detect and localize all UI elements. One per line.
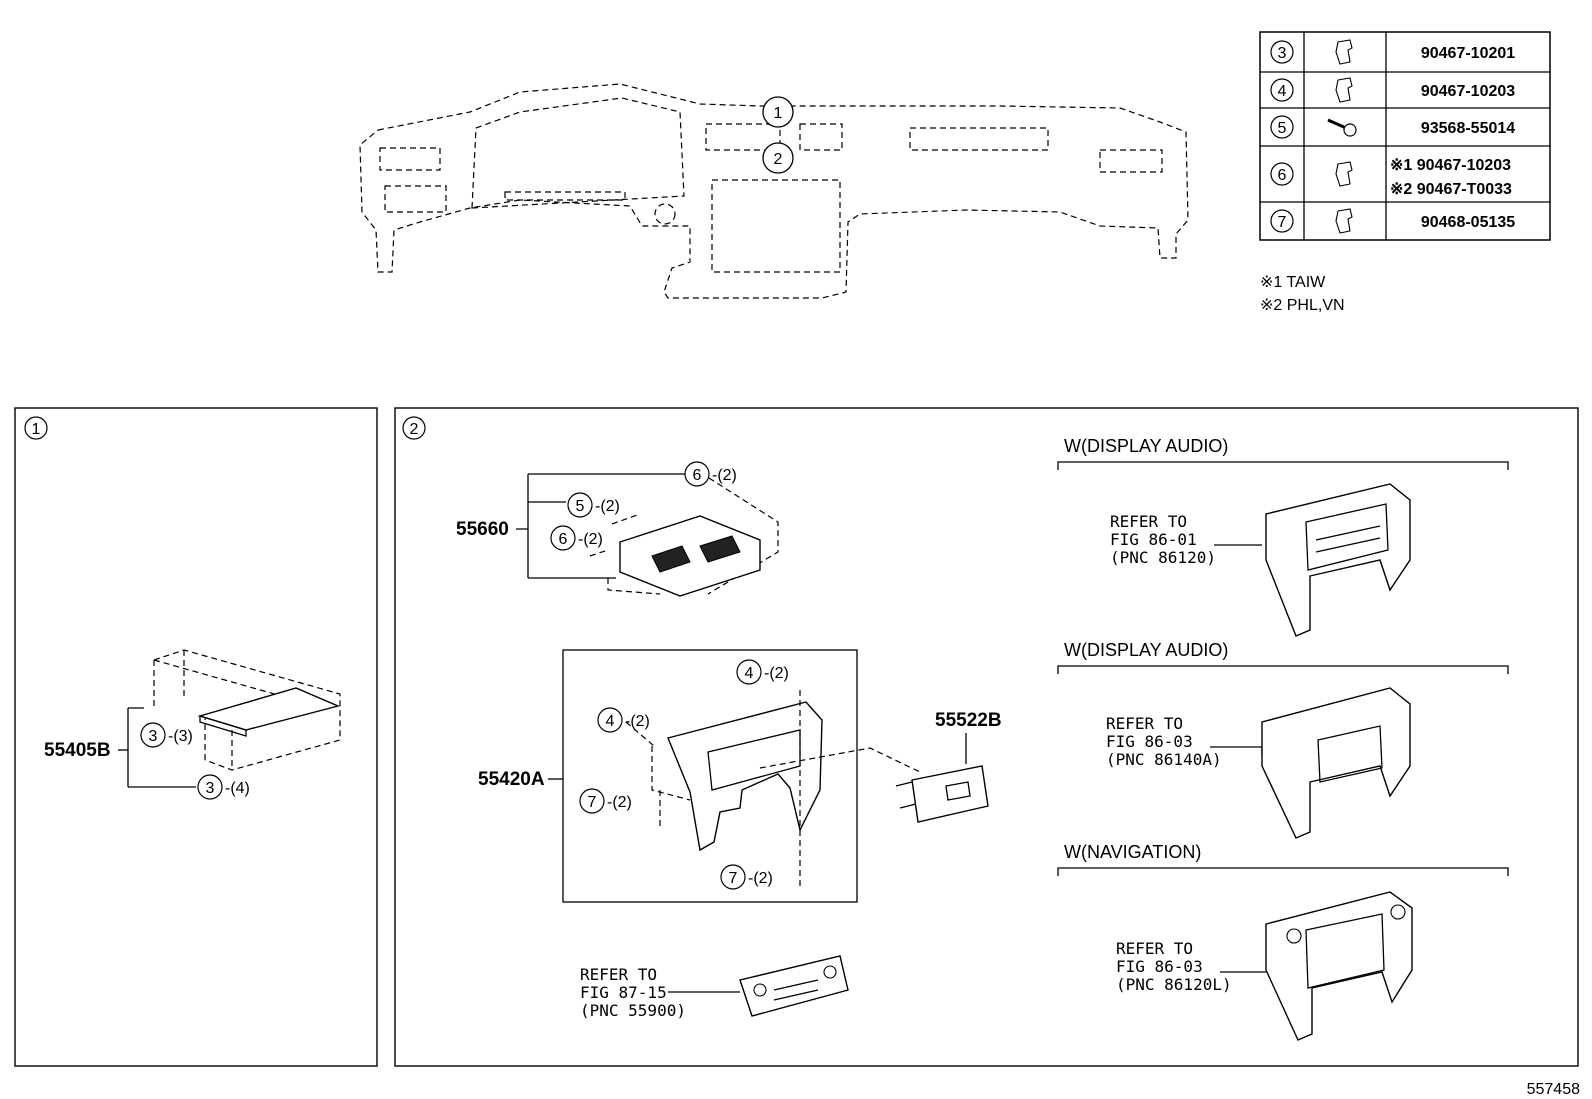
panel-1-index: 1 <box>32 421 41 438</box>
note-1: ※1 TAIW <box>1260 274 1326 291</box>
svg-text:(PNC 86120L): (PNC 86120L) <box>1116 975 1232 994</box>
svg-text:-(2): -(2) <box>595 498 620 515</box>
svg-text:-(2): -(2) <box>625 713 650 730</box>
svg-text:FIG 86-01: FIG 86-01 <box>1110 530 1197 549</box>
svg-text:-(3): -(3) <box>168 728 193 745</box>
svg-text:※2 90467-T0033: ※2 90467-T0033 <box>1390 181 1512 198</box>
svg-text:-(2): -(2) <box>712 467 737 484</box>
svg-text:REFER TO: REFER TO <box>1116 939 1193 958</box>
svg-text:7: 7 <box>588 794 597 811</box>
clip-icon <box>1335 39 1353 65</box>
variant-title: W(DISPLAY AUDIO) <box>1064 640 1228 660</box>
variant-title: W(NAVIGATION) <box>1064 842 1201 862</box>
svg-text:-(4): -(4) <box>225 780 250 797</box>
svg-text:5: 5 <box>1278 120 1287 137</box>
clip-icon <box>1335 208 1353 234</box>
svg-text:REFER TO: REFER TO <box>1110 512 1187 531</box>
svg-text:5: 5 <box>576 498 585 515</box>
svg-text:6: 6 <box>559 531 568 548</box>
part-label-55420A: 55420A <box>478 769 545 790</box>
svg-text:7: 7 <box>1278 214 1287 231</box>
svg-text:FIG 86-03: FIG 86-03 <box>1106 732 1193 751</box>
svg-text:6: 6 <box>1278 167 1287 184</box>
fastener-table: 3 90467-10201 4 90467-10203 5 93568-5501… <box>1259 31 1551 241</box>
svg-text:-(2): -(2) <box>578 531 603 548</box>
table-row: 7 90468-05135 <box>1270 208 1515 234</box>
svg-text:4: 4 <box>1278 83 1287 100</box>
switch-55522B: 55522B <box>895 710 1002 823</box>
svg-text:-(2): -(2) <box>748 870 773 887</box>
part-label-55405B: 55405B <box>44 740 111 761</box>
overview-callout-1: 1 <box>774 105 783 122</box>
svg-text:90468-05135: 90468-05135 <box>1421 214 1515 231</box>
climate-control-reference: REFER TO FIG 87-15 (PNC 55900) <box>580 955 849 1020</box>
svg-text:(PNC 86140A): (PNC 86140A) <box>1106 750 1222 769</box>
svg-text:(PNC 55900): (PNC 55900) <box>580 1001 686 1020</box>
part-label-55660: 55660 <box>456 519 509 540</box>
head-unit-variant-navigation: W(NAVIGATION) REFER TO FIG 86-03 (PNC 86… <box>1057 842 1509 1041</box>
svg-text:REFER TO: REFER TO <box>580 965 657 984</box>
table-row: 6 ※1 90467-10203 ※2 90467-T0033 <box>1270 157 1512 198</box>
svg-text:-(2): -(2) <box>607 794 632 811</box>
svg-text:7: 7 <box>729 870 738 887</box>
panel-2: 2 55660 6 -(2) 5 -(2) 6 -(2) 55420A <box>394 407 1579 1067</box>
figure-number: 557458 <box>1527 1081 1580 1098</box>
head-unit-variant-display-audio-1: W(DISPLAY AUDIO) REFER TO FIG 86-01 (PNC… <box>1057 436 1509 637</box>
variant-title: W(DISPLAY AUDIO) <box>1064 436 1228 456</box>
svg-text:90467-10201: 90467-10201 <box>1421 45 1515 62</box>
table-row: 5 93568-55014 <box>1270 115 1515 139</box>
clip-icon <box>1335 161 1353 187</box>
note-2: ※2 PHL,VN <box>1260 297 1345 314</box>
clip-icon <box>1335 77 1353 103</box>
panel-2-index: 2 <box>410 421 419 438</box>
svg-text:6: 6 <box>693 467 702 484</box>
center-vent-assembly: 55660 6 -(2) 5 -(2) 6 -(2) <box>456 461 779 597</box>
part-label-55522B: 55522B <box>935 710 1002 731</box>
overview-callout-2: 2 <box>774 151 783 168</box>
screw-icon <box>1327 118 1357 137</box>
svg-text:REFER TO: REFER TO <box>1106 714 1183 733</box>
panel-1: 1 55405B 3 -(3) 3 -(4) <box>14 407 378 1067</box>
svg-text:90467-10203: 90467-10203 <box>1421 83 1515 100</box>
head-unit-variant-display-audio-2: W(DISPLAY AUDIO) REFER TO FIG 86-03 (PNC… <box>1057 640 1509 839</box>
svg-text:3: 3 <box>206 780 215 797</box>
svg-text:3: 3 <box>149 728 158 745</box>
center-bezel-assembly: 55420A 4 -(2) 4 -(2) 7 -(2) 7 -(2) <box>478 649 921 903</box>
svg-text:(PNC 86120): (PNC 86120) <box>1110 548 1216 567</box>
svg-text:FIG 86-03: FIG 86-03 <box>1116 957 1203 976</box>
instrument-panel-overview: 1 2 <box>359 83 1189 299</box>
svg-text:4: 4 <box>745 665 754 682</box>
svg-text:※1 90467-10203: ※1 90467-10203 <box>1390 157 1511 174</box>
svg-text:-(2): -(2) <box>764 665 789 682</box>
table-row: 3 90467-10201 <box>1270 39 1515 65</box>
svg-text:3: 3 <box>1278 45 1287 62</box>
svg-text:FIG 87-15: FIG 87-15 <box>580 983 667 1002</box>
svg-text:93568-55014: 93568-55014 <box>1421 120 1515 137</box>
svg-text:4: 4 <box>606 713 615 730</box>
table-row: 4 90467-10203 <box>1270 77 1515 103</box>
